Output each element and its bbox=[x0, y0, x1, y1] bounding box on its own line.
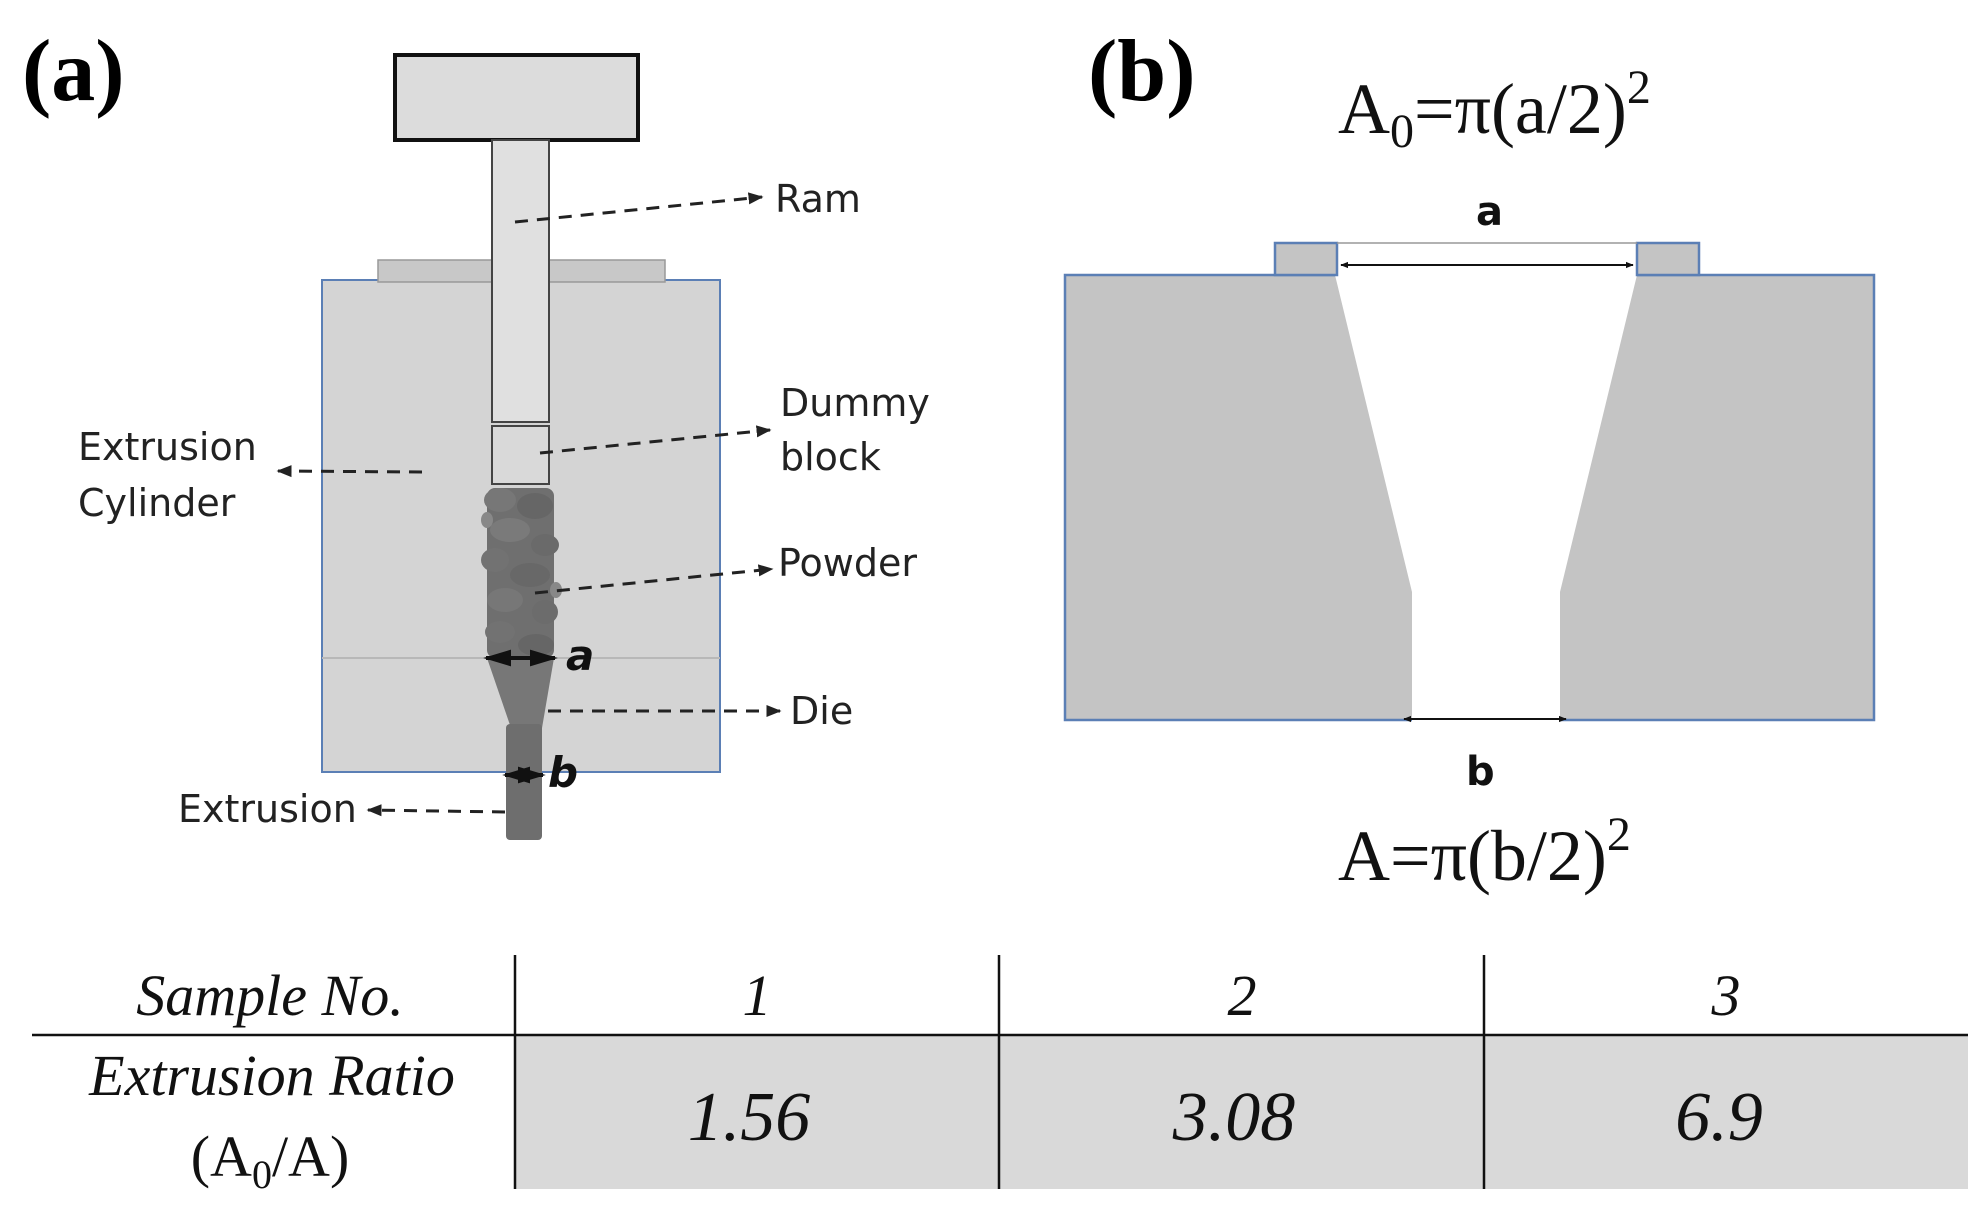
die-outline bbox=[1063, 273, 1876, 722]
extrusion-ratio-formula: (A0/A) bbox=[191, 1124, 350, 1197]
sample-no-header: Sample No. bbox=[136, 963, 403, 1028]
ratio-value-2: 3.08 bbox=[1172, 1079, 1296, 1156]
panel-a: (a) bbox=[22, 23, 930, 840]
dimension-a-label: a bbox=[566, 631, 594, 680]
dummy-block bbox=[491, 425, 550, 485]
panel-b-label: (b) bbox=[1088, 23, 1196, 120]
die-taper bbox=[487, 658, 554, 728]
dimension-b-text: b bbox=[1466, 749, 1495, 795]
dummy-block-leader bbox=[539, 425, 772, 455]
sample-3-header: 3 bbox=[1711, 963, 1741, 1028]
die-cross-section bbox=[1065, 275, 1874, 720]
sample-2-header: 2 bbox=[1228, 963, 1257, 1028]
cylinder-label-2: Cylinder bbox=[78, 481, 236, 525]
die-insert-left bbox=[1273, 241, 1339, 277]
extrusion-ratio-table: Sample No. 1 2 3 Extrusion Ratio (A0/A) … bbox=[32, 955, 1968, 1197]
bottom-formula: A=π(b/2)2 bbox=[1338, 808, 1631, 896]
ram-label: Ram bbox=[775, 177, 861, 221]
top-formula: A0=π(a/2)2 bbox=[1338, 61, 1651, 158]
panel-b: (b) A0=π(a/2)2 a b A=π(b/2)2 bbox=[1063, 23, 1876, 896]
powder-label: Powder bbox=[778, 541, 917, 585]
cylinder-label-1: Extrusion bbox=[78, 425, 257, 469]
sample-1-header: 1 bbox=[743, 963, 772, 1028]
ram-leader bbox=[514, 192, 764, 224]
dimension-b-label: b bbox=[548, 748, 578, 797]
die-insert-right bbox=[1635, 241, 1701, 277]
ram-head bbox=[393, 53, 640, 142]
powder-column bbox=[481, 488, 562, 658]
extrusion-ratio-header: Extrusion Ratio bbox=[88, 1043, 455, 1108]
cylinder-leader bbox=[276, 465, 423, 478]
powder-leader bbox=[534, 564, 774, 595]
dummy-label-1: Dummy bbox=[780, 381, 930, 425]
extrusion-label: Extrusion bbox=[178, 787, 357, 831]
ratio-value-1: 1.56 bbox=[688, 1079, 811, 1156]
extrusion-leader bbox=[366, 804, 506, 817]
dimension-a-text: a bbox=[1476, 189, 1503, 235]
panel-a-label: (a) bbox=[22, 23, 125, 120]
extrusion-rod bbox=[506, 724, 542, 840]
ram-shaft bbox=[491, 139, 550, 423]
die-label: Die bbox=[790, 689, 853, 733]
dummy-label-2: block bbox=[780, 435, 881, 479]
table-value-row-fill bbox=[516, 1036, 1968, 1189]
ratio-value-3: 6.9 bbox=[1675, 1079, 1763, 1156]
